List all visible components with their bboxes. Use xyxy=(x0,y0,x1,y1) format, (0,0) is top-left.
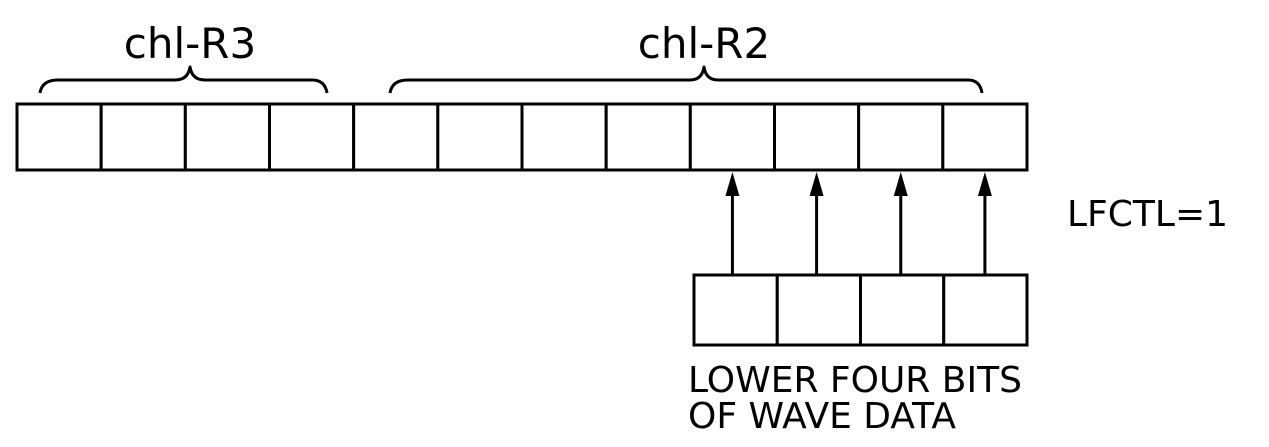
register-high-bit-cell xyxy=(101,104,185,170)
register-low-brace xyxy=(390,67,982,93)
register-low-bit-cell xyxy=(775,104,859,170)
register-high-bit-cell xyxy=(17,104,101,170)
register-low-bit-cell xyxy=(859,104,943,170)
wave-data-bit-cell xyxy=(694,275,777,345)
register-low-bit-cell xyxy=(354,104,438,170)
arrow-up-icon xyxy=(894,172,908,196)
source-caption-line2: OF WAVE DATA xyxy=(688,396,956,437)
source-caption-line1: LOWER FOUR BITS xyxy=(688,360,1022,401)
wave-data-bit-cell xyxy=(944,275,1027,345)
arrow-up-icon xyxy=(725,172,739,196)
register-high-bit-cell xyxy=(270,104,354,170)
register-low-bit-cell xyxy=(606,104,690,170)
arrow-up-icon xyxy=(810,172,824,196)
register-low-bit-cell xyxy=(438,104,522,170)
register-row xyxy=(17,104,1027,170)
wave-data-bit-cell xyxy=(777,275,860,345)
register-low-label: chl-R2 xyxy=(638,19,770,68)
arrow-up-icon xyxy=(978,172,992,196)
register-high-brace xyxy=(40,67,327,93)
register-high-bit-cell xyxy=(185,104,269,170)
register-low-bit-cell xyxy=(522,104,606,170)
wave-data-bit-cell xyxy=(861,275,944,345)
register-high-label: chl-R3 xyxy=(124,19,256,68)
register-low-bit-cell xyxy=(690,104,774,170)
wave-data-row xyxy=(694,275,1027,345)
control-label: LFCTL=1 xyxy=(1067,194,1228,235)
register-low-bit-cell xyxy=(943,104,1027,170)
data-flow-arrows xyxy=(725,172,992,275)
